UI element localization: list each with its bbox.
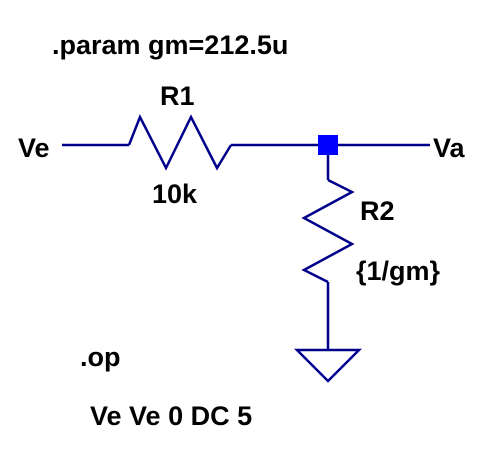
resistor-r1[interactable]: R1 10k (127, 81, 233, 209)
junction-node[interactable] (318, 135, 338, 155)
resistor-zigzag-icon (301, 178, 355, 284)
resistor-r2[interactable]: R2 {1/gm} (301, 178, 441, 286)
source-directive[interactable]: Ve Ve 0 DC 5 (90, 401, 252, 431)
net-label-input[interactable]: Ve (18, 133, 50, 163)
r2-name[interactable]: R2 (360, 196, 395, 226)
r1-name[interactable]: R1 (160, 81, 195, 111)
net-label-output[interactable]: Va (433, 133, 466, 163)
wires[interactable] (62, 143, 430, 350)
resistor-zigzag-icon (127, 113, 233, 171)
param-directive[interactable]: .param gm=212.5u (52, 30, 288, 60)
ground-symbol-icon[interactable] (293, 348, 363, 383)
op-directive[interactable]: .op (80, 342, 121, 372)
r2-value[interactable]: {1/gm} (356, 256, 441, 286)
r1-value[interactable]: 10k (152, 179, 198, 209)
